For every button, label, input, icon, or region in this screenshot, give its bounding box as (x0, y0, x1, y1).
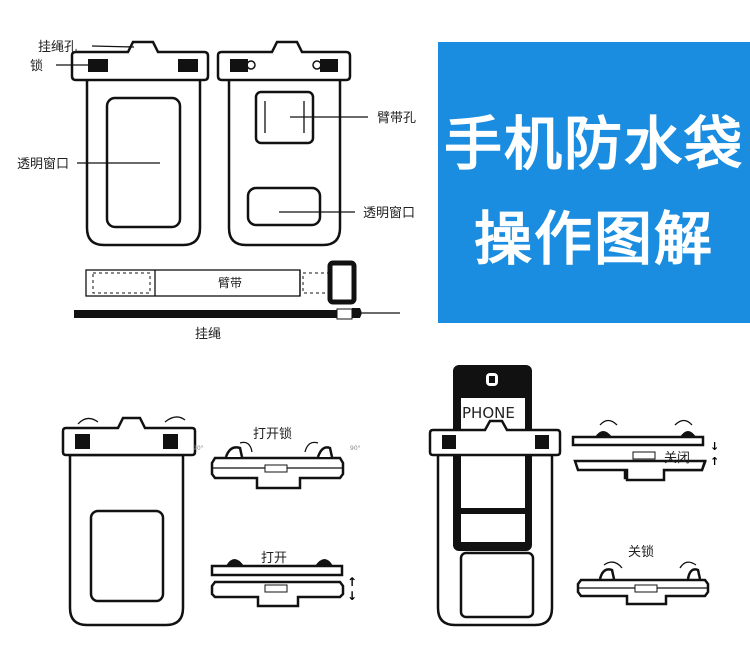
label-close: 关闭 (664, 451, 690, 466)
open-lock-cross-section: 90° 90° (193, 441, 361, 490)
title-banner: 手机防水袋 操作图解 (438, 42, 750, 323)
open-cross-section: ↑ ↓ (210, 559, 357, 608)
arrow-icon (77, 417, 99, 425)
close-lock-cross-section (576, 561, 710, 606)
phone-label: PHONE (462, 404, 515, 422)
label-open-lock: 打开锁 (253, 426, 292, 442)
label-open: 打开 (261, 551, 287, 566)
close-cross-section: ↓ ↑ (571, 419, 719, 482)
open-pouch (61, 416, 197, 627)
angle-label: 90° (350, 445, 361, 452)
label-lock: 锁 (30, 58, 43, 74)
title-line-2: 操作图解 (473, 205, 714, 273)
label-armband-hole: 臂带孔 (377, 111, 416, 126)
angle-label: 90° (193, 445, 204, 452)
lock-icon (178, 59, 198, 72)
arrow-up-icon: ↑ (347, 575, 357, 589)
lanyard (74, 308, 400, 320)
label-window-front: 透明窗口 (17, 156, 69, 172)
arrow-down-icon: ↓ (347, 589, 357, 603)
label-lanyard: 挂绳 (195, 327, 221, 342)
front-pouch (70, 40, 210, 247)
label-armband: 臂带 (218, 276, 242, 290)
label-close-lock: 关锁 (628, 544, 654, 560)
back-pouch (216, 40, 352, 247)
arrow-up-icon: ↑ (710, 455, 719, 468)
label-window-back: 透明窗口 (363, 205, 415, 221)
lock-icon (88, 59, 108, 72)
armband (85, 260, 357, 305)
pouch-with-phone (428, 365, 562, 627)
title-line-1: 手机防水袋 (443, 110, 744, 178)
arrow-icon (164, 416, 186, 423)
arrow-down-icon: ↓ (710, 440, 719, 453)
label-hang-hole: 挂绳孔 (38, 40, 77, 55)
